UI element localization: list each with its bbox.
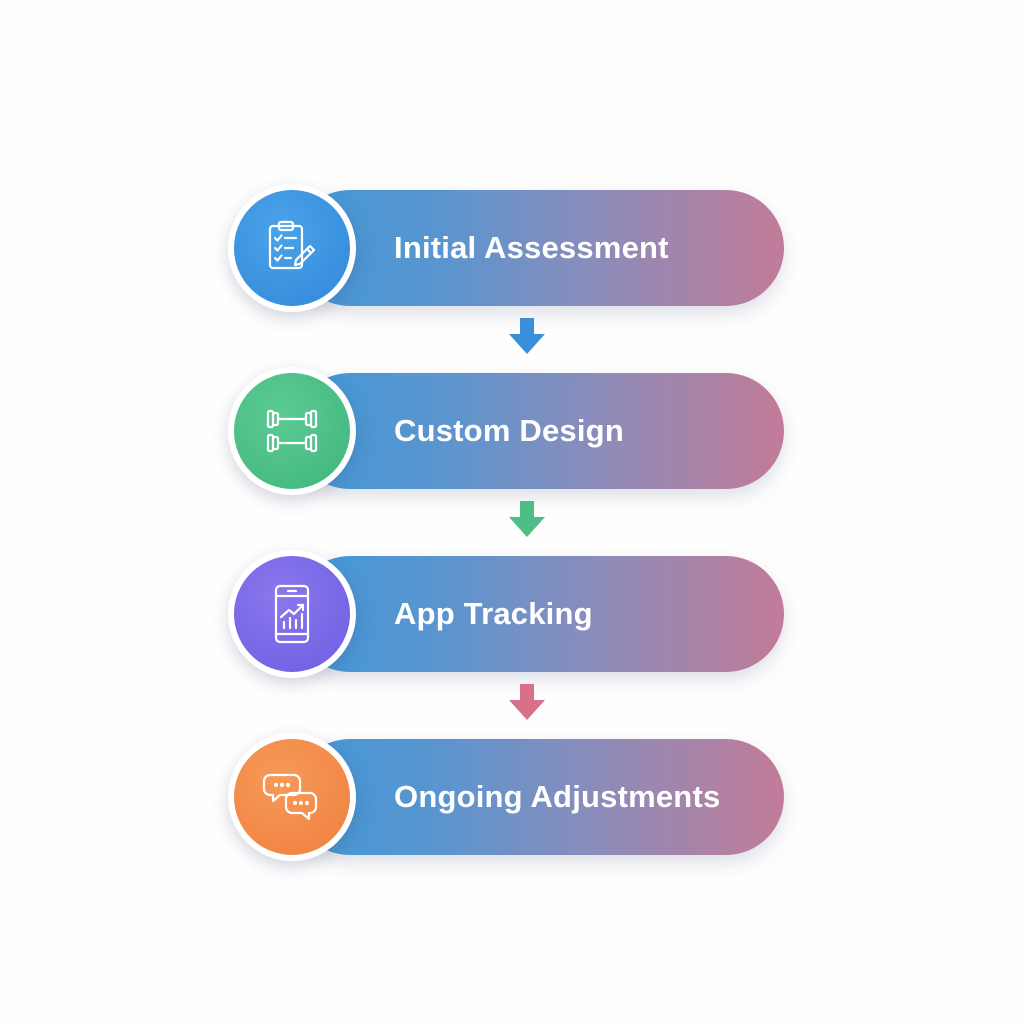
step-label: Initial Assessment	[394, 230, 669, 265]
smartphone-chart-icon	[228, 550, 356, 678]
clipboard-checklist-icon	[228, 184, 356, 312]
step-pill	[292, 739, 784, 855]
step-pill	[292, 556, 784, 672]
step-label: App Tracking	[394, 596, 593, 631]
step-label: Ongoing Adjustments	[394, 779, 721, 814]
step-custom-design: Custom Design	[228, 367, 784, 495]
step-ongoing-adjustments: Ongoing Adjustments	[228, 733, 784, 861]
dumbbells-icon	[228, 367, 356, 495]
arrow-down-icon	[509, 501, 545, 537]
step-label: Custom Design	[394, 413, 624, 448]
step-initial-assessment: Initial Assessment	[228, 184, 784, 312]
step-pill	[292, 190, 784, 306]
arrow-down-icon	[509, 318, 545, 354]
chat-bubbles-icon	[228, 733, 356, 861]
step-pill	[292, 373, 784, 489]
arrow-down-icon	[509, 684, 545, 720]
step-app-tracking: App Tracking	[228, 550, 784, 678]
